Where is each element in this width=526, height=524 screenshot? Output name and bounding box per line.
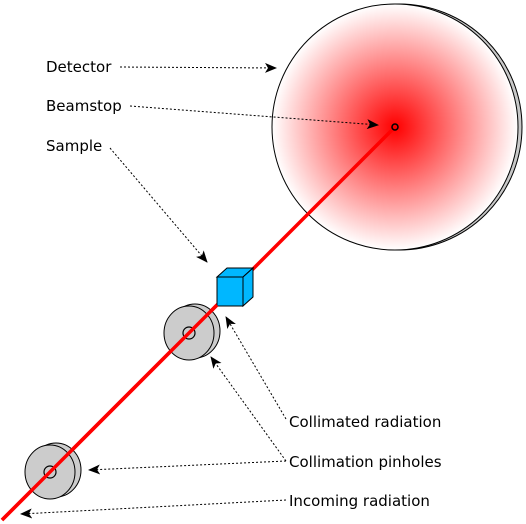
leader-lines [20, 62, 379, 519]
beamstop [391, 123, 399, 131]
leader-incoming-radiation [20, 499, 287, 519]
label-sample: Sample [46, 137, 102, 155]
label-collimation-pinholes: Collimation pinholes [289, 453, 442, 471]
leader-collimated-radiation [225, 316, 287, 420]
sample-cube [215, 266, 255, 308]
beam-over-pinholes [0, 303, 219, 522]
leader-detector [119, 62, 277, 73]
leader-pinhole-lower [88, 460, 287, 475]
leader-pinhole-upper [210, 356, 287, 462]
label-beamstop: Beamstop [46, 97, 122, 115]
leader-beamstop [129, 105, 379, 130]
label-collimated-radiation: Collimated radiation [289, 413, 441, 431]
leader-sample [109, 147, 208, 263]
label-incoming-radiation: Incoming radiation [289, 492, 430, 510]
label-detector: Detector [46, 58, 112, 76]
